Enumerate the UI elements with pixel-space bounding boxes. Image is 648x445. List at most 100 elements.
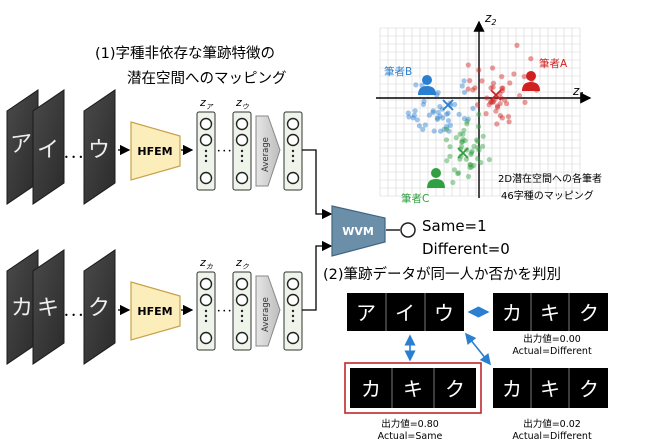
point-writer-a xyxy=(488,98,494,104)
point-writer-a xyxy=(488,99,494,105)
point-writer-b xyxy=(435,109,441,115)
point-writer-c xyxy=(476,147,482,153)
average-block-bottom: Average xyxy=(255,275,281,347)
char-label: ウ xyxy=(88,138,110,163)
point-writer-b xyxy=(431,128,437,134)
feature-vector-top-1 xyxy=(196,111,216,191)
point-writer-c xyxy=(464,118,470,124)
centroid-a xyxy=(490,89,502,101)
writer-b-icon xyxy=(418,75,436,95)
point-writer-a xyxy=(467,78,473,84)
point-writer-b xyxy=(411,112,417,118)
point-writer-a xyxy=(499,88,505,94)
compare-char: ク xyxy=(579,377,599,401)
point-writer-b xyxy=(434,115,440,121)
point-writer-b xyxy=(470,105,476,111)
ellipsis-top: • • • xyxy=(64,153,83,162)
point-writer-c xyxy=(450,179,456,186)
point-writer-a xyxy=(528,56,534,62)
point-writer-b xyxy=(438,128,444,134)
point-writer-c xyxy=(460,136,466,142)
point-writer-c xyxy=(465,173,472,180)
hfem-label: HFEM xyxy=(137,145,172,158)
point-writer-c xyxy=(475,138,481,144)
point-writer-b xyxy=(435,90,441,96)
point-writer-b xyxy=(444,111,450,117)
point-writer-b xyxy=(437,113,443,119)
point-writer-b xyxy=(416,123,422,129)
point-writer-b xyxy=(426,112,432,118)
point-writer-b xyxy=(440,115,446,121)
point-writer-a xyxy=(500,85,506,91)
point-writer-c xyxy=(461,127,467,133)
wvm-block: WVM xyxy=(331,205,386,257)
compare-strip-right-bottom: カ キ ク xyxy=(493,368,608,408)
scatter-plot: z2 z1 筆者A 筆者B 筆者C 2D潜在空間への各筆者 46字種のマ xyxy=(376,11,602,205)
point-writer-b xyxy=(405,110,411,116)
point-writer-a xyxy=(483,111,489,117)
point-writer-c xyxy=(476,123,482,130)
feature-vector-top-2 xyxy=(232,111,252,191)
point-writer-b xyxy=(465,116,471,122)
point-writer-a xyxy=(499,74,505,80)
writer-c-icon xyxy=(427,168,445,188)
point-writer-c xyxy=(459,139,465,145)
point-writer-c xyxy=(468,151,474,157)
point-writer-c xyxy=(471,162,477,169)
point-writer-a xyxy=(522,99,528,105)
char-card-top-3: ウ xyxy=(83,89,116,205)
char-label: イ xyxy=(37,138,59,163)
point-writer-b xyxy=(452,101,458,108)
point-writer-c xyxy=(474,137,480,143)
section1-title-line1: (1)字種非依存な筆跡特徴の xyxy=(95,45,275,62)
writer-a-label: 筆者A xyxy=(539,57,568,70)
point-writer-c xyxy=(469,148,475,154)
scatter-grid xyxy=(379,27,581,197)
point-writer-a xyxy=(490,84,496,90)
point-writer-b xyxy=(414,117,420,123)
ellipsis-bottom: • • • xyxy=(64,311,83,320)
section1-title-line2: 潜在空間へのマッピング xyxy=(127,70,287,87)
char-card-top-2: イ xyxy=(32,89,65,205)
section2-title: (2)筆跡データが同一人か否かを判別 xyxy=(323,265,561,283)
point-writer-b xyxy=(447,122,453,128)
point-writer-a xyxy=(494,103,500,109)
output-same: Same=1 xyxy=(422,217,487,235)
point-writer-b xyxy=(430,108,436,114)
point-writer-a xyxy=(495,104,501,110)
point-writer-a xyxy=(490,80,497,86)
point-writer-a xyxy=(514,42,520,49)
point-writer-b xyxy=(437,104,443,110)
compare-strip-left-bottom: カ キ ク xyxy=(350,368,476,408)
point-writer-a xyxy=(476,67,482,73)
point-writer-c xyxy=(475,145,481,151)
point-writer-a xyxy=(491,98,497,105)
point-writer-c xyxy=(444,126,450,132)
writer-b-label: 筆者B xyxy=(384,65,412,78)
point-writer-a xyxy=(474,102,481,108)
compare-char: カ xyxy=(361,377,381,401)
point-writer-a xyxy=(506,119,512,125)
point-writer-c xyxy=(453,135,459,141)
point-writer-b xyxy=(420,126,426,132)
point-writer-a xyxy=(517,93,523,99)
point-writer-c xyxy=(443,137,450,143)
hfem-block-bottom: HFEM xyxy=(130,281,181,341)
wvm-label: WVM xyxy=(342,225,374,238)
point-writer-a xyxy=(465,86,471,92)
point-writer-c xyxy=(468,162,474,168)
point-writer-b xyxy=(410,115,416,121)
right-bottom-actual: Actual=Different xyxy=(512,431,592,442)
axis-x-label: z1 xyxy=(572,84,584,100)
average-block-top: Average xyxy=(255,115,281,187)
compare-char: キ xyxy=(403,377,423,401)
point-writer-b xyxy=(461,78,467,84)
right-top-value: 出力値=0.00 xyxy=(523,333,581,345)
writer-a-icon xyxy=(522,71,540,91)
compare-char: カ xyxy=(502,377,522,401)
compare-strip-right-top: カ キ ク xyxy=(493,293,608,331)
point-writer-a xyxy=(490,65,496,71)
char-label: カ xyxy=(11,296,33,321)
